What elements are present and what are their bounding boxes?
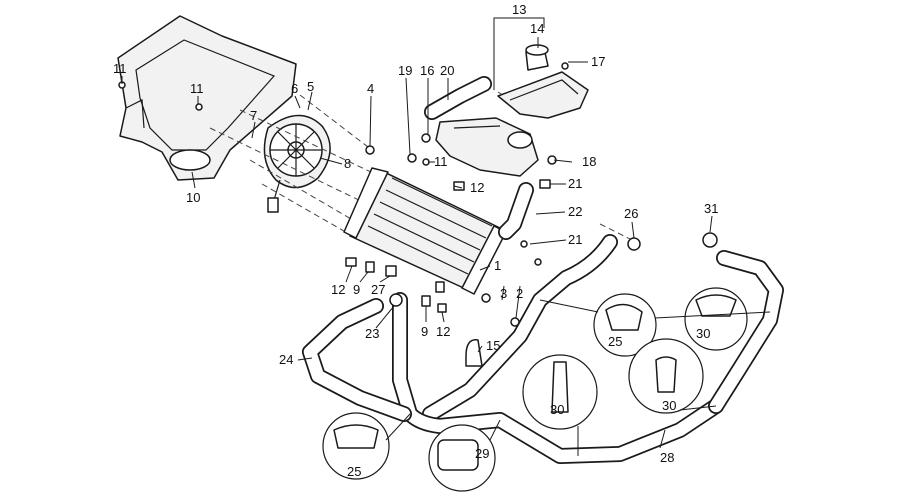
cooling-fan xyxy=(263,114,331,213)
callout-13: 13 xyxy=(512,2,526,17)
callout-28: 28 xyxy=(660,450,674,465)
expansion-tank xyxy=(497,44,589,119)
callout-1: 1 xyxy=(494,258,501,273)
callout-22: 22 xyxy=(568,204,582,219)
callout-30: 30 xyxy=(696,326,710,341)
callout-25: 25 xyxy=(608,334,622,349)
hardware xyxy=(345,133,718,367)
callout-10: 10 xyxy=(186,190,200,205)
callout-2: 2 xyxy=(516,286,523,301)
callout-26: 26 xyxy=(624,206,638,221)
callout-15: 15 xyxy=(486,338,500,353)
callout-3: 3 xyxy=(500,286,507,301)
callout-21: 21 xyxy=(568,176,582,191)
callout-27: 27 xyxy=(371,282,385,297)
callout-4: 4 xyxy=(367,81,374,96)
callout-23: 23 xyxy=(365,326,379,341)
callout-leaders xyxy=(121,17,713,449)
callout-11: 11 xyxy=(434,154,448,169)
callout-25: 25 xyxy=(347,464,361,479)
callout-7: 7 xyxy=(250,108,257,123)
callout-9: 9 xyxy=(421,324,428,339)
callout-24: 24 xyxy=(279,352,293,367)
callout-11: 11 xyxy=(190,81,204,96)
detail-bubbles xyxy=(322,287,771,492)
radiator xyxy=(343,167,507,295)
callout-16: 16 xyxy=(420,63,434,78)
callout-30: 30 xyxy=(550,402,564,417)
callout-14: 14 xyxy=(530,21,544,36)
callout-12: 12 xyxy=(470,180,484,195)
callout-12: 12 xyxy=(331,282,345,297)
fan-shroud xyxy=(117,15,297,181)
callout-21: 21 xyxy=(568,232,582,247)
callout-12: 12 xyxy=(436,324,450,339)
callout-29: 29 xyxy=(475,446,489,461)
thermostat-housing xyxy=(424,76,539,177)
callout-20: 20 xyxy=(440,63,454,78)
callout-9: 9 xyxy=(353,282,360,297)
callout-8: 8 xyxy=(344,156,351,171)
callout-19: 19 xyxy=(398,63,412,78)
callout-17: 17 xyxy=(591,54,605,69)
callout-11: 11 xyxy=(113,61,127,76)
callout-30: 30 xyxy=(662,398,676,413)
callout-6: 6 xyxy=(291,81,298,96)
callout-31: 31 xyxy=(704,201,718,216)
callout-5: 5 xyxy=(307,79,314,94)
callout-labels: 13 14 17 11 11 6 5 4 19 16 20 7 8 10 11 … xyxy=(113,2,718,479)
callout-18: 18 xyxy=(582,154,596,169)
